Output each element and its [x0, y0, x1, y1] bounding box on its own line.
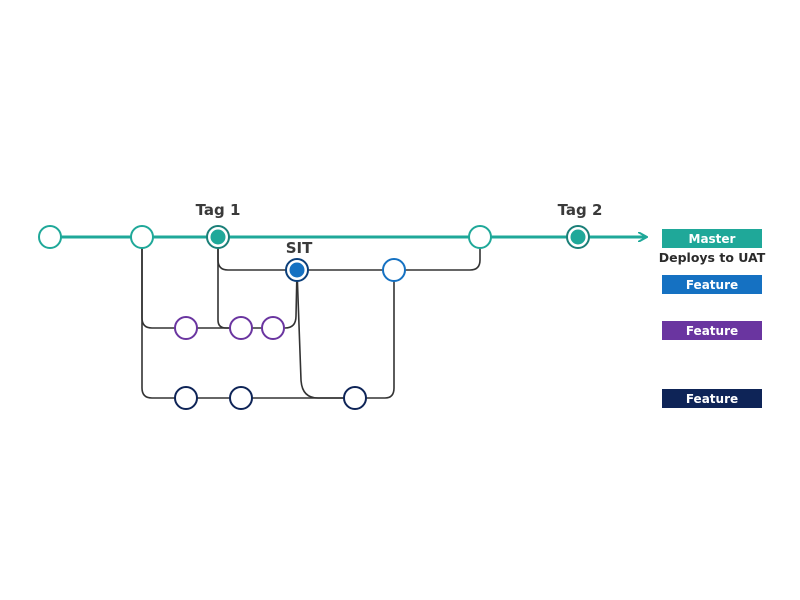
connector-sit-to-navy: [296, 269, 355, 399]
legend-feature-navy-swatch: [662, 389, 762, 408]
legend: Master Deploys to UAT Feature Feature Fe…: [659, 229, 766, 408]
tag1-label: Tag 1: [196, 201, 241, 219]
master-commit-node: [468, 225, 492, 249]
legend-feature-purple-label: Feature: [686, 324, 738, 338]
navy-commit-node: [174, 386, 198, 410]
sit-label: SIT: [286, 239, 313, 257]
legend-feature-purple-swatch: [662, 321, 762, 340]
legend-feature-blue-swatch: [662, 275, 762, 294]
legend-master-label: Master: [689, 232, 736, 246]
connector-to-purple-branch: [141, 237, 186, 329]
legend-master-caption: Deploys to UAT: [659, 250, 766, 265]
navy-commit-node: [229, 386, 253, 410]
blue-feature-commits: [285, 258, 406, 282]
master-commits: [38, 225, 590, 249]
purple-feature-commits: [174, 316, 285, 340]
legend-master-swatch: [662, 229, 762, 248]
purple-commit-node: [261, 316, 285, 340]
sit-commit-node: [285, 258, 309, 282]
branch-connectors: [141, 237, 481, 399]
master-commit-node: [130, 225, 154, 249]
connector-navy-to-blue: [355, 270, 395, 399]
master-commit-node: [38, 225, 62, 249]
connector-to-navy-branch: [141, 237, 186, 399]
purple-commit-node: [229, 316, 253, 340]
connector-tag1-to-purple: [217, 237, 241, 329]
navy-commit-node: [343, 386, 367, 410]
navy-feature-commits: [174, 386, 367, 410]
legend-feature-blue-label: Feature: [686, 278, 738, 292]
purple-commit-node: [174, 316, 198, 340]
legend-feature-navy-label: Feature: [686, 392, 738, 406]
purple-branch-line: [186, 269, 298, 329]
tag2-label: Tag 2: [558, 201, 603, 219]
blue-branch-line: [297, 237, 481, 271]
tag1-commit-node: [206, 225, 230, 249]
tag2-commit-node: [566, 225, 590, 249]
blue-commit-node: [382, 258, 406, 282]
